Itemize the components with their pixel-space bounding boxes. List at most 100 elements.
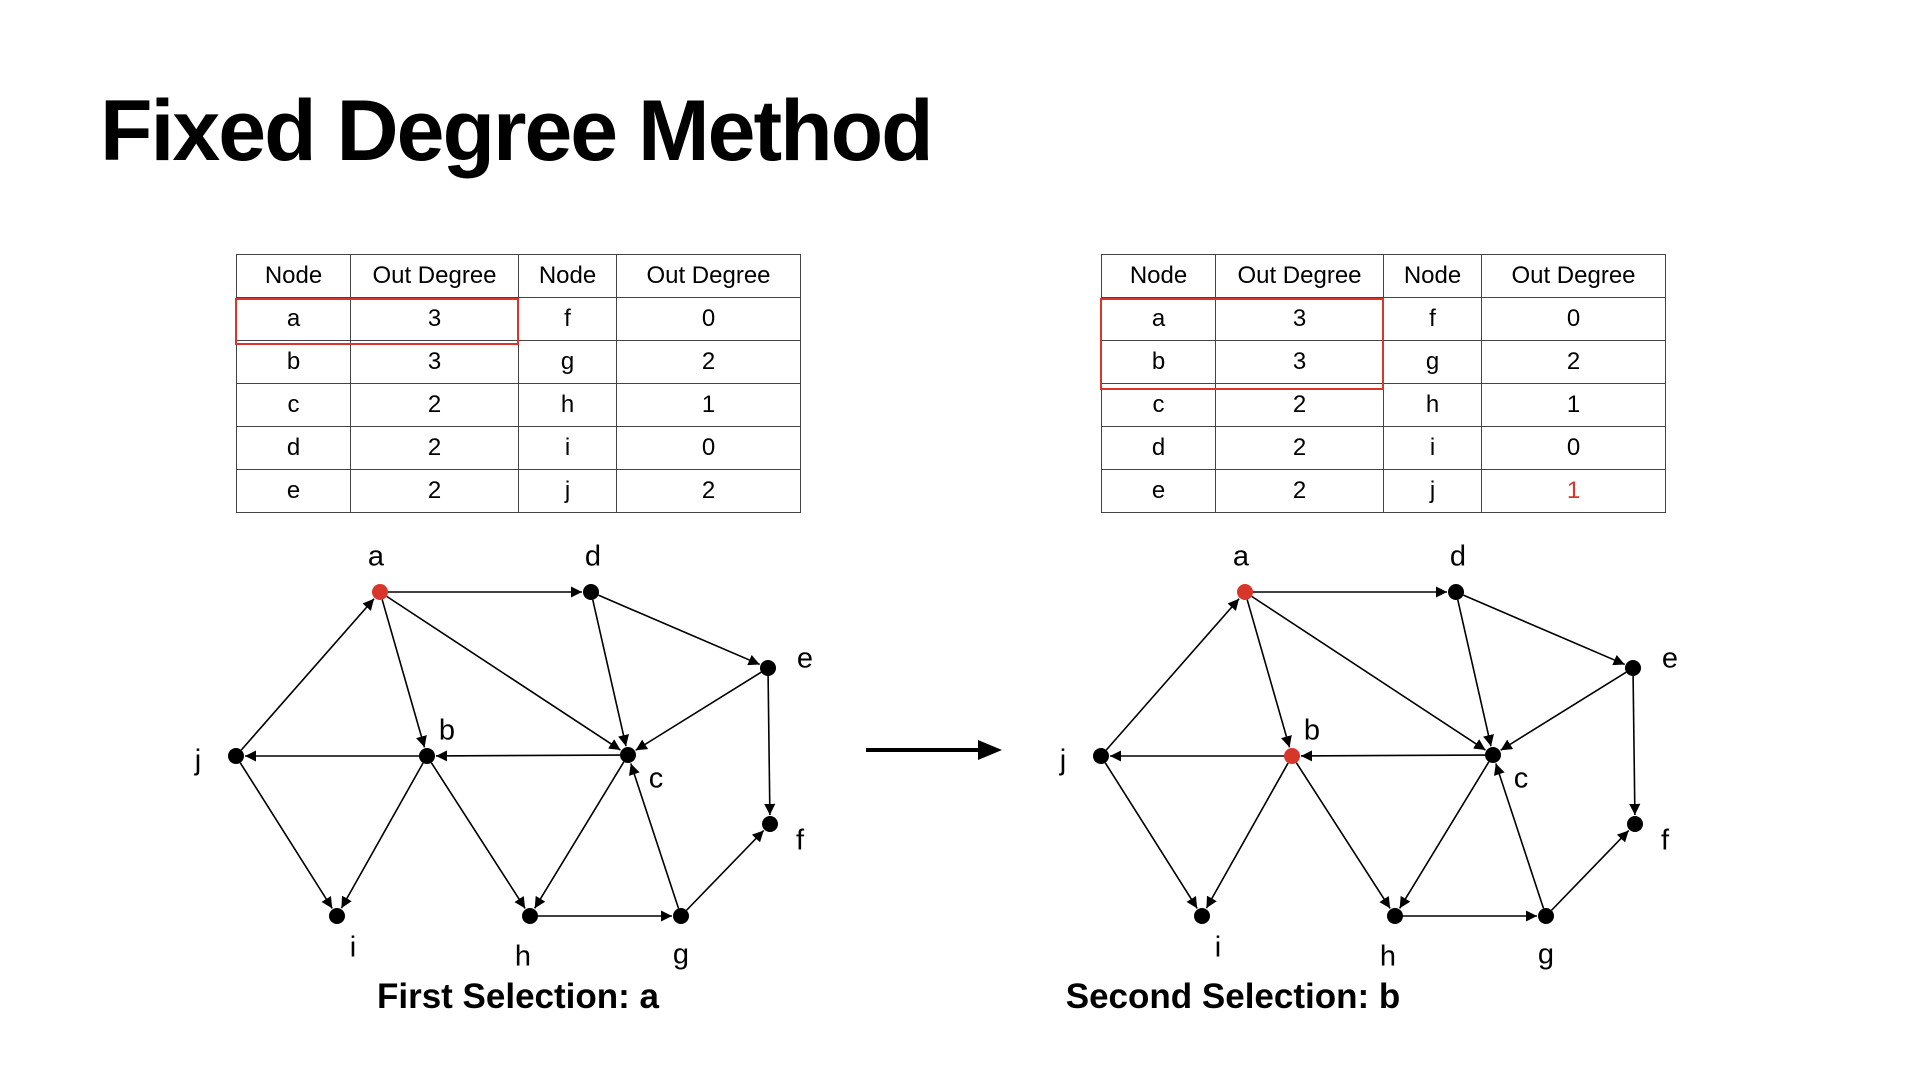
table-cell: 2: [616, 340, 801, 384]
out-degree-table: Node Out Degree Node Out Degree a 3 f 0 …: [1101, 254, 1666, 513]
node-c: [1485, 747, 1501, 763]
table-row: e 2 j 2: [236, 469, 801, 513]
node-label-e: e: [1662, 643, 1678, 675]
edge-j-i: [1104, 762, 1198, 909]
table-cell: f: [1383, 297, 1482, 341]
slide-title: Fixed Degree Method: [100, 83, 934, 179]
table-header-row: Node Out Degree Node Out Degree: [236, 254, 801, 298]
header-out-degree: Out Degree: [616, 254, 801, 298]
header-node: Node: [1383, 254, 1482, 298]
table-cell: i: [1383, 426, 1482, 470]
table-cell: c: [1101, 383, 1216, 427]
edge-g-c: [628, 763, 680, 909]
node-label-j: j: [1059, 745, 1066, 777]
node-label-b: b: [1304, 715, 1320, 747]
table-cell: 0: [616, 426, 801, 470]
node-label-j: j: [194, 745, 201, 777]
edge-j-a: [240, 598, 375, 751]
edge-a-c: [386, 595, 621, 751]
node-label-d: d: [1450, 541, 1466, 573]
node-label-h: h: [1380, 941, 1396, 973]
node-label-h: h: [515, 941, 531, 973]
node-i: [329, 908, 345, 924]
table-cell: g: [1383, 340, 1482, 384]
table-header-row: Node Out Degree Node Out Degree: [1101, 254, 1666, 298]
edge-e-f: [764, 675, 776, 816]
changed-degree-cell: 1: [1481, 469, 1666, 513]
edge-b-i: [1205, 762, 1289, 909]
edge-d-c: [591, 599, 629, 747]
node-label-g: g: [673, 939, 689, 971]
table-cell: 3: [1215, 340, 1384, 384]
edge-e-c: [1500, 671, 1627, 751]
table-cell: b: [1101, 340, 1216, 384]
table-cell: 2: [1481, 340, 1666, 384]
node-g: [673, 908, 689, 924]
edge-c-h: [1398, 761, 1490, 909]
panel-caption: Second Selection: b: [1065, 977, 1401, 1016]
table-cell: 0: [1481, 426, 1666, 470]
table-cell: e: [236, 469, 351, 513]
header-node: Node: [236, 254, 351, 298]
node-i: [1194, 908, 1210, 924]
node-g: [1538, 908, 1554, 924]
table-cell: f: [518, 297, 617, 341]
table-row: c 2 h 1: [1101, 383, 1666, 427]
node-label-d: d: [585, 541, 601, 573]
table-cell: b: [236, 340, 351, 384]
table-row: b 3 g 2: [1101, 340, 1666, 384]
table-cell: 3: [350, 297, 519, 341]
node-h: [1387, 908, 1403, 924]
edge-a-b: [1246, 599, 1292, 748]
table-cell: j: [518, 469, 617, 513]
edge-a-c: [1251, 595, 1486, 751]
node-label-i: i: [1215, 932, 1221, 964]
table-cell: j: [1383, 469, 1482, 513]
table-cell: a: [236, 297, 351, 341]
node-a: [372, 584, 388, 600]
table-cell: 2: [350, 383, 519, 427]
node-label-e: e: [797, 643, 813, 675]
table-row: a 3 f 0: [236, 297, 801, 341]
node-a: [1237, 584, 1253, 600]
edge-c-b: [435, 750, 621, 762]
node-e: [1625, 660, 1641, 676]
table-cell: 2: [350, 426, 519, 470]
node-label-b: b: [439, 715, 455, 747]
edge-g-f: [685, 829, 765, 911]
table-cell: h: [1383, 383, 1482, 427]
edge-j-a: [1105, 598, 1240, 751]
node-d: [583, 584, 599, 600]
node-label-c: c: [1514, 763, 1529, 795]
table-row: d 2 i 0: [1101, 426, 1666, 470]
node-d: [1448, 584, 1464, 600]
node-c: [620, 747, 636, 763]
node-j: [228, 748, 244, 764]
table-row: e 2 j 1: [1101, 469, 1666, 513]
table-cell: 2: [1215, 426, 1384, 470]
node-label-f: f: [796, 825, 805, 857]
edge-e-f: [1629, 675, 1641, 816]
header-out-degree: Out Degree: [350, 254, 519, 298]
node-label-a: a: [1233, 541, 1250, 573]
table-row: b 3 g 2: [236, 340, 801, 384]
edge-e-c: [635, 671, 762, 751]
edge-d-c: [1456, 599, 1494, 747]
table-cell: d: [1101, 426, 1216, 470]
table-cell: 1: [616, 383, 801, 427]
table-cell: 2: [1215, 469, 1384, 513]
out-degree-table: Node Out Degree Node Out Degree a 3 f 0 …: [236, 254, 801, 513]
node-label-c: c: [649, 763, 664, 795]
table-row: d 2 i 0: [236, 426, 801, 470]
table-cell: 0: [1481, 297, 1666, 341]
node-f: [1627, 816, 1643, 832]
transition-arrow-icon: [866, 740, 1002, 760]
edge-a-b: [381, 599, 427, 748]
panel-first-selection: Node Out Degree Node Out Degree a 3 f 0 …: [0, 0, 900, 1080]
edge-j-i: [239, 762, 333, 909]
edge-d-e: [598, 594, 761, 666]
table-cell: c: [236, 383, 351, 427]
edge-b-h: [1295, 762, 1391, 909]
node-f: [762, 816, 778, 832]
